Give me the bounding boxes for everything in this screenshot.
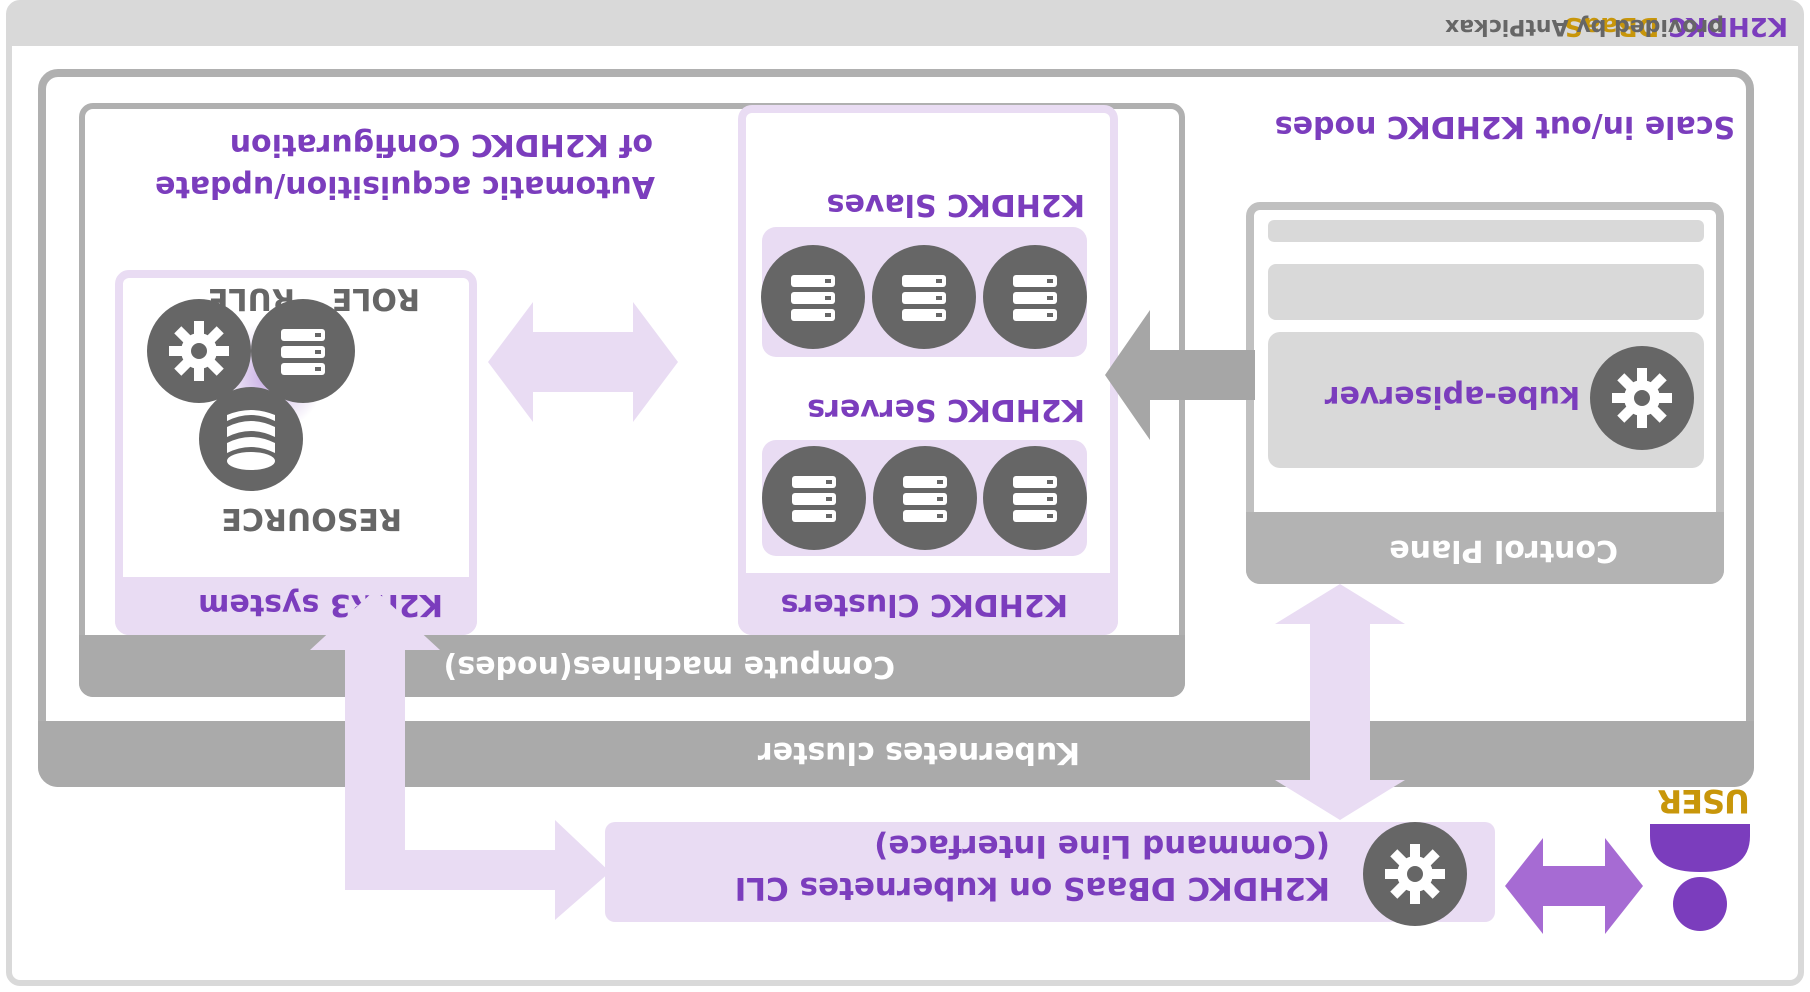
gear-icon-apiserver bbox=[1590, 346, 1694, 450]
server-icon-sl3 bbox=[761, 245, 865, 349]
server-icon-sl2 bbox=[872, 245, 976, 349]
scale-label: Scale in/out K2HDKC nodes bbox=[1274, 109, 1735, 144]
header-credit: provided by AntPickax bbox=[1445, 14, 1724, 39]
control-plane-bar-1 bbox=[1268, 264, 1704, 320]
k2hdkc-slaves-label: K2HDKC Slaves bbox=[826, 187, 1085, 222]
k2hdkc-servers-label: K2HDKC Servers bbox=[807, 392, 1085, 427]
gear-icon-cli bbox=[1363, 822, 1467, 926]
kubernetes-cluster-label: Kubernetes cluster bbox=[757, 735, 1080, 770]
user-icon bbox=[1650, 824, 1750, 931]
k2hr3-resource-label: RESOURCE bbox=[221, 501, 402, 536]
cli-line1: K2HDKC DBaaS on kubernetes CLI bbox=[734, 870, 1330, 906]
control-plane-cli-arrow bbox=[1275, 584, 1405, 820]
gear-icon-rule bbox=[147, 299, 251, 403]
database-icon bbox=[199, 387, 303, 491]
server-icon-role bbox=[251, 299, 355, 403]
control-plane-bar-2 bbox=[1268, 220, 1704, 242]
cli-k2hr3-arrow bbox=[310, 590, 610, 920]
server-icon-sl1 bbox=[983, 245, 1087, 349]
cli-line2: (Command Line Interface) bbox=[874, 828, 1330, 864]
annotation-line2: of K2HDKC Configuration bbox=[229, 127, 653, 162]
server-icon-s2 bbox=[873, 446, 977, 550]
user-cli-arrow bbox=[1505, 838, 1643, 934]
server-icon-s1 bbox=[983, 446, 1087, 550]
control-plane-label: Control Plane bbox=[1389, 533, 1618, 568]
control-plane-arrow bbox=[1105, 310, 1255, 440]
apiserver-label: kube-apiserver bbox=[1324, 379, 1580, 414]
k2hr3-clusters-arrow bbox=[488, 302, 678, 422]
annotation-line1: Automatic acquisition/update bbox=[155, 169, 655, 204]
user-label: USER bbox=[1658, 782, 1750, 820]
k2hdkc-clusters-label: K2HDKC Clusters bbox=[780, 587, 1068, 622]
server-icon-s3 bbox=[762, 446, 866, 550]
